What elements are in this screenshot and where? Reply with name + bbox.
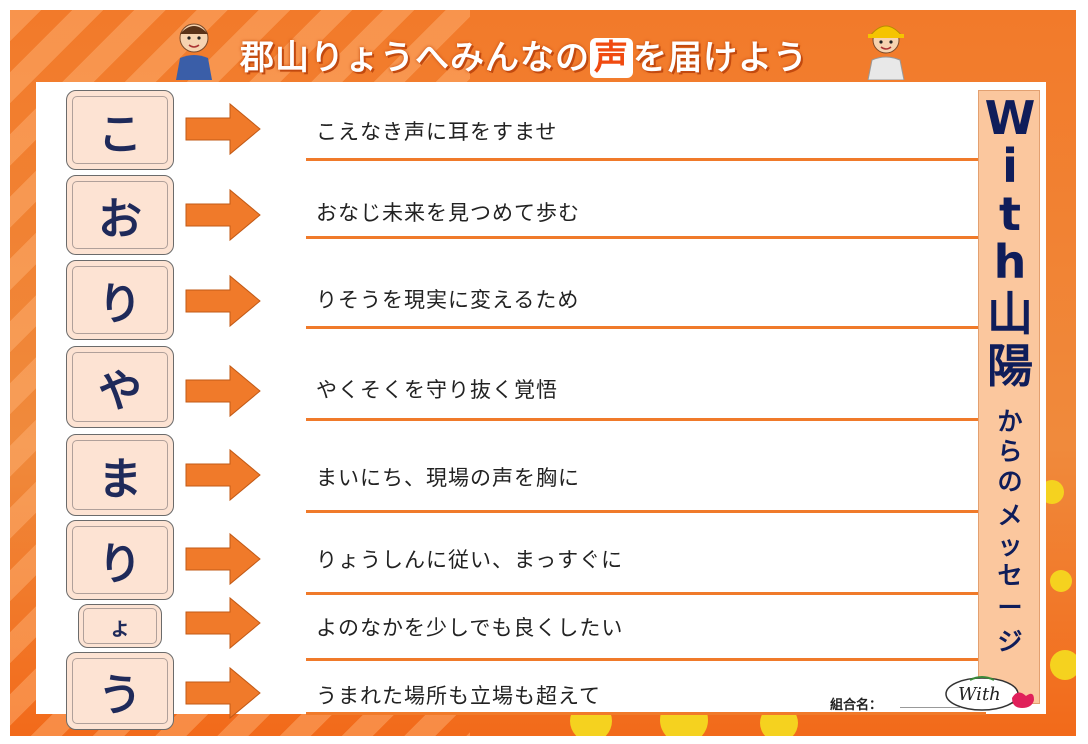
underline bbox=[306, 158, 986, 161]
union-name-line bbox=[900, 707, 960, 708]
page-title: 郡山りょうへみんなの声を届けよう bbox=[240, 38, 808, 78]
kana-tile: う bbox=[66, 652, 174, 730]
underline bbox=[306, 326, 986, 329]
message-line: おなじ未来を見つめて歩む bbox=[316, 201, 580, 225]
arrow-right-icon bbox=[185, 102, 261, 156]
worker-avatar-right-icon bbox=[867, 25, 905, 80]
header: 郡山りょうへみんなの声を届けよう bbox=[10, 10, 1076, 90]
svg-text:With: With bbox=[958, 684, 1001, 705]
arrow-right-icon bbox=[185, 448, 261, 502]
kana-tile: お bbox=[66, 175, 174, 255]
message-line: まいにち、現場の声を胸に bbox=[316, 466, 580, 490]
union-name-label: 組合名： bbox=[830, 698, 883, 713]
worker-avatar-left-icon bbox=[176, 23, 212, 80]
side-banner: W i t h 山 陽 か ら の メ ッ セ ー ジ bbox=[978, 90, 1040, 704]
arrow-right-icon bbox=[185, 666, 261, 720]
arrow-right-icon bbox=[185, 596, 261, 650]
message-line: りょうしんに従い、まっすぐに bbox=[316, 548, 624, 572]
arrow-right-icon bbox=[185, 188, 261, 242]
message-line: こえなき声に耳をすませ bbox=[316, 120, 558, 144]
kana-tile: り bbox=[66, 520, 174, 600]
underline bbox=[306, 418, 986, 421]
underline bbox=[306, 510, 986, 513]
banner-char: ッ bbox=[997, 531, 1023, 560]
kana-tile-small: ょ bbox=[78, 604, 162, 648]
banner-char: ー bbox=[997, 593, 1023, 622]
underline bbox=[306, 658, 986, 661]
kana-tile: り bbox=[66, 260, 174, 340]
banner-char: メ bbox=[997, 501, 1023, 530]
arrow-right-icon bbox=[185, 274, 261, 328]
banner-char: W bbox=[984, 91, 1036, 145]
banner-char: の bbox=[997, 467, 1023, 496]
kana-tile: や bbox=[66, 346, 174, 428]
banner-char: セ bbox=[997, 561, 1023, 590]
message-line: りそうを現実に変えるため bbox=[316, 288, 580, 312]
title-highlight: 声 bbox=[590, 38, 633, 78]
underline bbox=[306, 712, 986, 715]
banner-char: t bbox=[999, 187, 1021, 241]
message-line: うまれた場所も立場も超えて bbox=[316, 684, 601, 708]
kana-tile: ま bbox=[66, 434, 174, 516]
banner-char: か bbox=[997, 407, 1023, 436]
banner-char: 陽 bbox=[987, 339, 1033, 393]
poster-frame: 郡山りょうへみんなの声を届けよう こ こえなき声に耳をすませ お おなじ未来を見… bbox=[10, 10, 1076, 736]
message-line: やくそくを守り抜く覚悟 bbox=[316, 378, 558, 402]
underline bbox=[306, 236, 986, 239]
banner-char: i bbox=[1002, 139, 1018, 193]
kana-tile: こ bbox=[66, 90, 174, 170]
banner-char: ジ bbox=[997, 627, 1023, 656]
banner-char: h bbox=[993, 235, 1027, 289]
underline bbox=[306, 592, 986, 595]
arrow-right-icon bbox=[185, 532, 261, 586]
message-line: よのなかを少しでも良くしたい bbox=[316, 616, 624, 640]
with-logo: With bbox=[945, 676, 1034, 711]
arrow-right-icon bbox=[185, 364, 261, 418]
banner-char: 山 bbox=[987, 287, 1033, 341]
content-panel: こ こえなき声に耳をすませ お おなじ未来を見つめて歩む り りそうを現実に変え… bbox=[36, 82, 1046, 730]
banner-char: ら bbox=[997, 437, 1023, 466]
